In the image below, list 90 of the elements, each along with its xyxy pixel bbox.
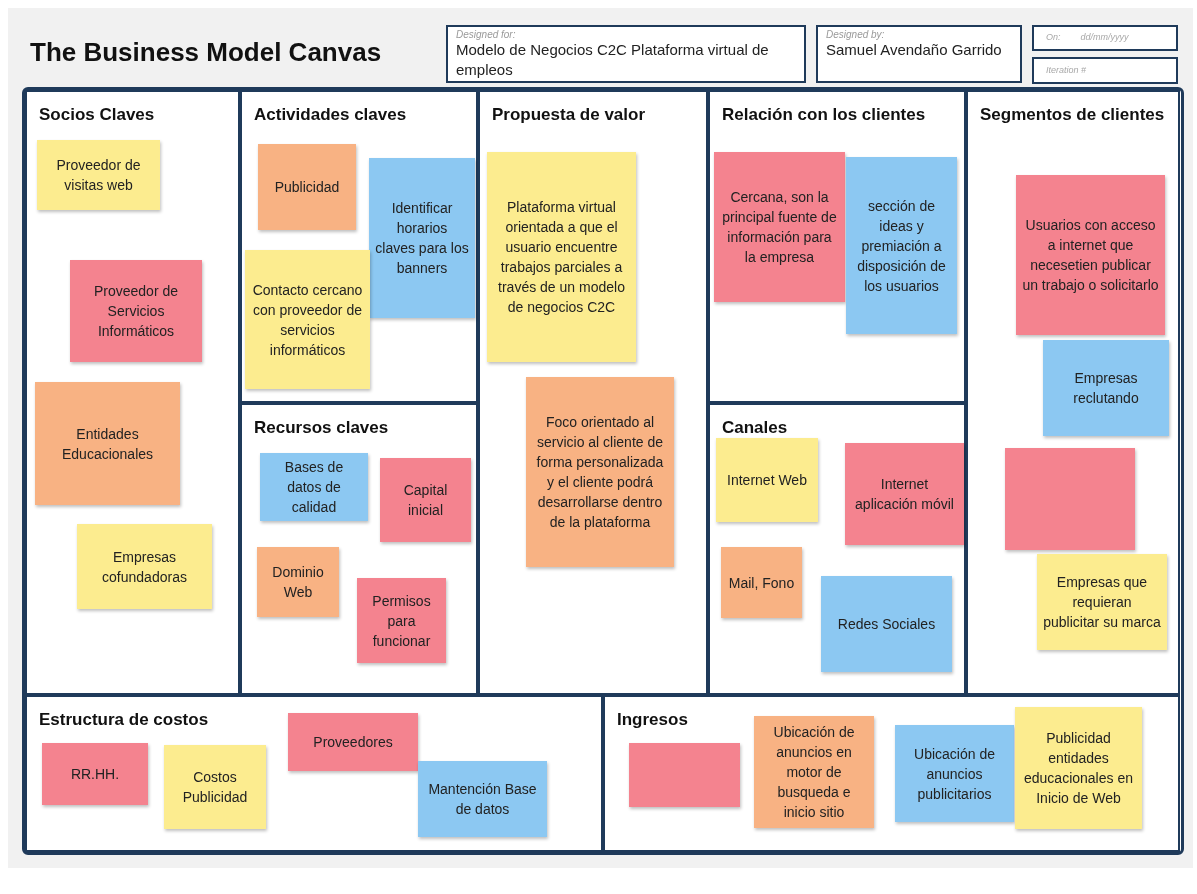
note-text: Ubicación de anuncios publicitarios: [913, 744, 996, 804]
note-text: Publicidad entidades educacionales en Inicio de Web: [1023, 729, 1134, 808]
note-text: Proveedor de visitas web: [55, 156, 142, 195]
note-text: Identificar horarios claves para los banners: [375, 199, 469, 278]
note-text: RR.HH.: [70, 765, 120, 784]
sticky-note: [164, 745, 266, 829]
section-heading: Estructura de costos: [39, 709, 210, 731]
note-text: Capital inicial: [402, 481, 449, 520]
sticky-note: [821, 576, 952, 672]
sticky-note: [418, 761, 547, 837]
sticky-note: [357, 578, 446, 663]
sticky-note: [846, 157, 957, 334]
sticky-note: [1043, 340, 1169, 436]
section-heading: Actividades claves: [254, 104, 408, 126]
field-label: Designed for:: [456, 29, 517, 40]
diagram-title: The Business Model Canvas: [30, 36, 382, 68]
canvas-section: [240, 90, 478, 403]
note-text: Usuarios con acceso a internet que necesetien publicar un trabajo o solicitarlo: [1022, 216, 1159, 295]
field-label: Iteration #: [1046, 63, 1087, 77]
note-text: Contacto cercano con proveedor de servicios informáticos: [251, 280, 364, 360]
sticky-note: [258, 144, 356, 230]
canvas-section: [708, 90, 966, 403]
field-label: Designed by:: [826, 29, 886, 40]
note-text: Permisos para funcionar: [371, 591, 432, 651]
info-field: [1032, 25, 1178, 51]
sticky-note: [845, 443, 964, 545]
note-text: Empresas que requieran publicitar su marca: [1043, 573, 1161, 632]
note-text: Proveedores: [313, 733, 393, 752]
canvas-section: [966, 90, 1180, 695]
section-heading: Propuesta de valor: [492, 104, 647, 126]
section-heading: Socios Claves: [39, 104, 156, 126]
note-text: Bases de datos de calidad: [283, 458, 345, 517]
section-heading: Relación con los clientes: [722, 104, 927, 126]
note-text: sección de ideas y premiación a disposición de los usuarios: [856, 196, 947, 296]
sticky-note: [42, 743, 148, 805]
canvas-section: [478, 90, 708, 695]
note-text: Mantención Base de datos: [427, 780, 538, 819]
note-text: Internet Web: [727, 471, 807, 490]
note-text: Dominio Web: [271, 563, 325, 602]
canvas-section: [708, 403, 966, 695]
sticky-note: [1015, 707, 1142, 829]
sticky-note: [716, 438, 818, 522]
field-value: Modelo de Negocios C2C Plataforma virtual de empleos: [456, 40, 770, 80]
note-text: Cercana, son la principal fuente de información para la empresa: [721, 188, 838, 267]
sticky-note: [260, 453, 368, 521]
note-text: Plataforma virtual orientada a que el usuario encuentre trabajos parciales a través de un modelo de negocios C2C: [497, 198, 626, 317]
info-field: [816, 25, 1022, 83]
sticky-note: [257, 547, 339, 617]
sticky-note: [245, 250, 370, 389]
sticky-note: [487, 152, 636, 362]
sticky-note: [629, 743, 740, 807]
note-text: Foco orientado al servicio al cliente de forma personalizada y el cliente podrá desarrollarse dentro de la plataforma: [535, 413, 665, 532]
canvas-section: [25, 90, 240, 695]
sticky-note: [70, 260, 202, 362]
canvas-section: [25, 695, 603, 852]
sticky-note: [754, 716, 874, 828]
sticky-note: [1005, 448, 1135, 550]
sticky-note: [721, 547, 802, 618]
sticky-note: [895, 725, 1014, 822]
sticky-note: [380, 458, 471, 542]
info-field: [1032, 57, 1178, 84]
note-text: Costos Publicidad: [181, 768, 249, 807]
note-text: Publicidad: [274, 178, 340, 197]
note-text: Entidades Educacionales: [60, 424, 155, 464]
field-label: dd/mm/yyyy: [1080, 31, 1129, 45]
sticky-note: [37, 140, 160, 210]
section-heading: Segmentos de clientes: [980, 104, 1166, 126]
sticky-note: [35, 382, 180, 505]
note-text: Empresas cofundadoras: [101, 547, 188, 587]
sticky-note: [369, 158, 475, 318]
sticky-note: [526, 377, 674, 567]
note-text: Empresas reclutando: [1072, 369, 1140, 408]
field-value: Samuel Avendaño Garrido: [826, 40, 1003, 60]
section-heading: Canales: [722, 417, 789, 439]
info-field: [446, 25, 806, 83]
sticky-note: [1037, 554, 1167, 650]
canvas-section: [603, 695, 1180, 852]
note-text: Internet aplicación móvil: [854, 475, 955, 514]
note-text: Redes Sociales: [837, 615, 936, 634]
note-text: Ubicación de anuncios en motor de busqueda e inicio sitio: [772, 723, 856, 822]
canvas-section: [240, 403, 478, 695]
section-heading: Recursos claves: [254, 417, 390, 439]
sticky-note: [714, 152, 845, 302]
note-text: Proveedor de Servicios Informáticos: [92, 282, 180, 341]
sticky-note: [1016, 175, 1165, 335]
field-label: On:: [1046, 31, 1061, 45]
section-heading: Ingresos: [617, 709, 689, 731]
note-text: Mail, Fono: [728, 573, 795, 593]
sticky-note: [288, 713, 418, 771]
sticky-note: [77, 524, 212, 609]
